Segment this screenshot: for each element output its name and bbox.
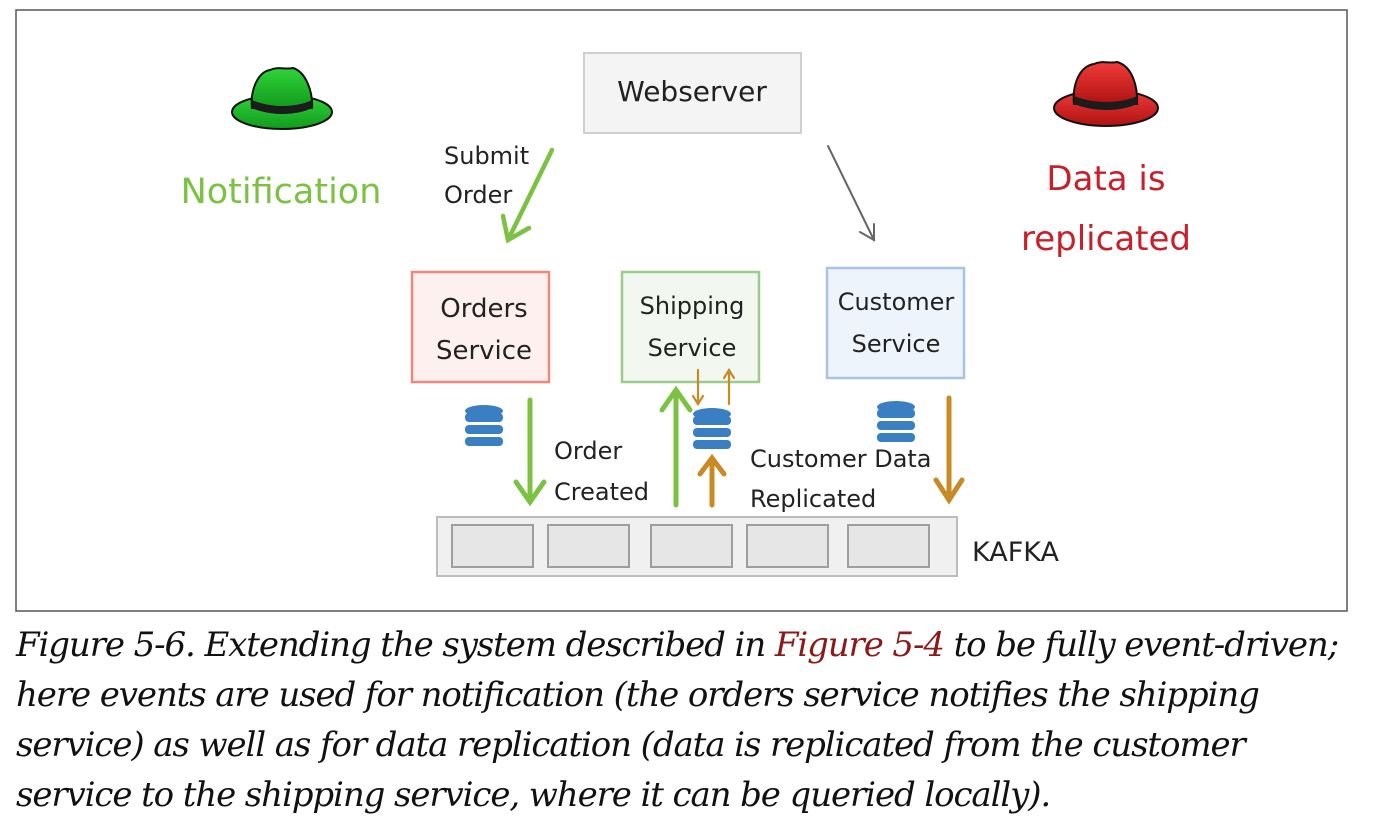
customer-data-arrow [933, 395, 965, 505]
order-created-label-line2: Created [554, 478, 649, 506]
submit-order-label-line1: Submit [444, 142, 529, 170]
notify-shipping-arrow [659, 385, 693, 508]
orders-service-label-line2: Service [436, 336, 532, 366]
figure-reference-link[interactable]: Figure 5-4 [774, 625, 945, 665]
kafka-log [436, 516, 958, 577]
webserver-to-customer-arrow [827, 145, 875, 242]
kafka-partition-cell [847, 524, 930, 568]
kafka-partition-cell [451, 524, 534, 568]
customer-database-icon [877, 401, 915, 442]
webserver-box: Webserver [583, 52, 802, 134]
shipping-service-label-line2: Service [648, 334, 737, 362]
replicate-to-shipping-arrow [697, 453, 727, 508]
customer-service-label-line1: Customer [838, 288, 955, 316]
data-replicated-label-line2: replicated [1021, 219, 1191, 259]
kafka-partition-cell [650, 524, 733, 568]
shipping-db-read-write-arrows [691, 367, 736, 407]
orders-service-label-line1: Orders [440, 294, 527, 324]
shipping-database-icon [693, 408, 731, 449]
submit-order-label-line2: Order [444, 181, 512, 209]
figure-caption: Figure 5-6. Extending the system describ… [16, 620, 1361, 820]
shipping-service-label-line1: Shipping [640, 292, 745, 320]
orders-service-box: Orders Service [410, 270, 551, 384]
red-hat-icon [1053, 60, 1159, 127]
customer-data-replicated-label-line1: Customer Data [750, 445, 932, 473]
customer-service-box: Customer Service [825, 266, 966, 380]
orders-database-icon [465, 405, 503, 446]
data-replicated-label-line1: Data is [1046, 159, 1165, 199]
order-created-label-line1: Order [554, 437, 622, 465]
kafka-label: KAFKA [972, 537, 1059, 568]
kafka-partition-cell [746, 524, 829, 568]
submit-order-arrow [500, 147, 555, 244]
caption-text-start: Figure 5-6. Extending the system describ… [16, 625, 775, 665]
customer-service-label-line2: Service [852, 330, 941, 358]
webserver-label: Webserver [617, 75, 767, 108]
customer-data-replicated-label-line2: Replicated [750, 485, 876, 513]
green-hat-icon [231, 66, 333, 130]
caption-text-end: to be fully event-driven; here events ar… [16, 625, 1339, 815]
kafka-partition-cell [547, 524, 630, 568]
shipping-service-box: Shipping Service [620, 270, 761, 384]
order-created-arrow [513, 397, 547, 507]
notification-label: Notification [181, 172, 382, 212]
